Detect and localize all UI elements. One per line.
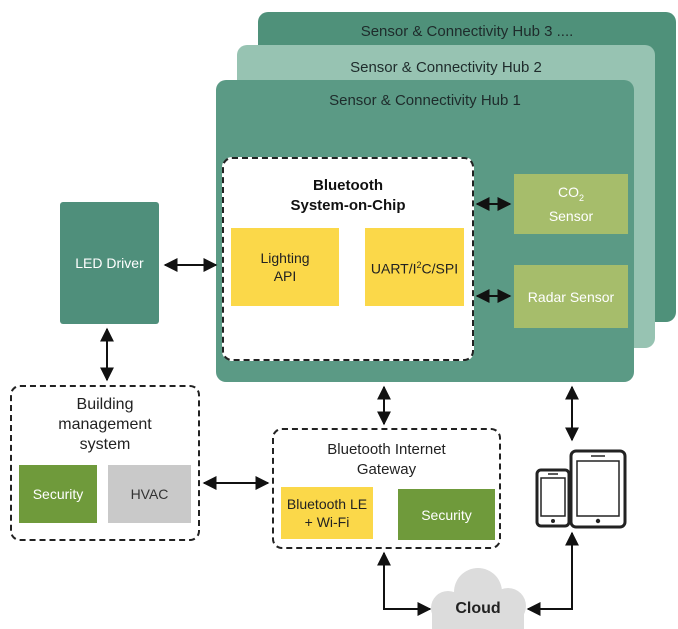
- hub-2-title: Sensor & Connectivity Hub 2: [350, 59, 542, 76]
- gateway-title-line-2: Gateway: [356, 461, 417, 478]
- gateway-title: Bluetooth Internet Gateway: [274, 440, 499, 480]
- hub-1-title: Sensor & Connectivity Hub 1: [329, 92, 521, 109]
- bms-title: Building management system: [12, 395, 198, 455]
- uart-label: UART/I2C/SPI: [370, 260, 459, 277]
- bms-security-box: Security: [19, 465, 97, 523]
- led-driver-label: LED Driver: [75, 255, 144, 271]
- soc-title: Bluetooth System-on-Chip: [224, 176, 472, 216]
- lighting-api-line-2: API: [273, 268, 297, 284]
- led-driver-box: LED Driver: [60, 202, 159, 324]
- uart-i2c-spi-box: UART/I2C/SPI: [365, 228, 464, 306]
- bms-security-label: Security: [32, 486, 84, 502]
- radar-sensor-label: Radar Sensor: [527, 288, 615, 305]
- cloud-label: Cloud: [455, 600, 501, 617]
- co2-sensor-box: CO2 Sensor: [514, 174, 628, 234]
- lighting-api-box: Lighting API: [231, 228, 339, 306]
- soc-title-line-1: Bluetooth: [313, 177, 383, 194]
- soc-title-line-2: System-on-Chip: [290, 197, 406, 214]
- bms-title-line-2: management: [58, 416, 152, 433]
- bluetooth-le-wifi-box: Bluetooth LE + Wi-Fi: [281, 487, 373, 539]
- ble-line-2: + Wi-Fi: [304, 514, 350, 530]
- gateway-title-line-1: Bluetooth Internet: [327, 441, 446, 458]
- hub-3-title: Sensor & Connectivity Hub 3 ....: [360, 23, 574, 40]
- cloud-icon: [431, 568, 526, 629]
- bms-title-line-3: system: [79, 436, 131, 453]
- lighting-api-line-1: Lighting: [260, 250, 310, 266]
- gateway-security-label: Security: [421, 506, 472, 523]
- hvac-label: HVAC: [130, 486, 169, 502]
- hvac-box: HVAC: [108, 465, 191, 523]
- arrow-devices-cloud: [526, 531, 579, 616]
- tablet-icon: [569, 449, 627, 529]
- radar-sensor-box: Radar Sensor: [514, 265, 628, 328]
- co2-label: CO2: [557, 184, 584, 203]
- bms-title-line-1: Building: [76, 396, 134, 413]
- arrow-gateway-cloud: [377, 551, 432, 616]
- smartphone-icon: [535, 468, 571, 528]
- gateway-security-box: Security: [398, 489, 495, 540]
- co2-sensor-label: Sensor: [548, 207, 594, 224]
- ble-line-1: Bluetooth LE: [286, 496, 368, 512]
